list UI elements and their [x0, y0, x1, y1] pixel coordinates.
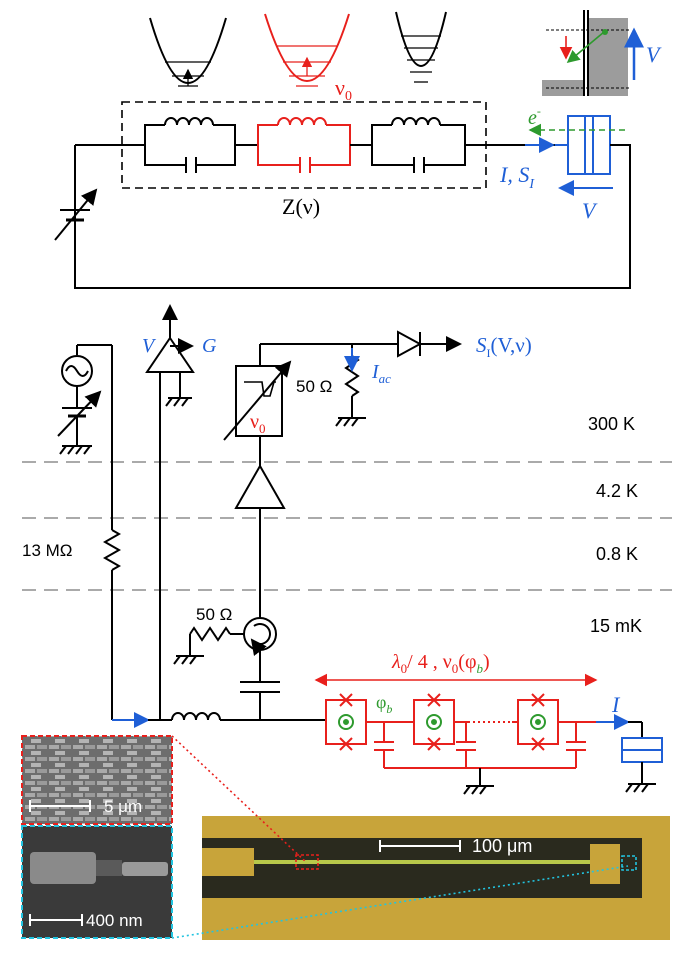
squid-junctions [339, 693, 545, 751]
potential-well-2 [264, 13, 350, 87]
output-junction [621, 721, 663, 793]
lc-resonator-1 [144, 117, 258, 173]
lc-resonator-2 [257, 117, 351, 173]
r50-top-label: 50 Ω [296, 377, 332, 396]
main-line [148, 330, 462, 721]
current-label: I, SI [499, 162, 535, 192]
r50-bottom-label: 50 Ω [196, 605, 232, 624]
nu0-label: ν0 [335, 75, 352, 104]
potential-well-1 [149, 17, 227, 87]
zoom-line-red [171, 735, 307, 863]
output-current-label: I [611, 692, 621, 717]
optical-image: 100 μm [202, 816, 670, 940]
flux-symbols [338, 714, 546, 730]
r13-label: 13 MΩ [22, 541, 73, 560]
temp-4k: 4.2 K [596, 481, 638, 501]
impedance-box [121, 101, 487, 189]
tunable-arrow [54, 188, 98, 241]
squid-array [322, 699, 596, 769]
bias-label: V [646, 42, 662, 67]
sem2-scale: 400 nm [86, 911, 143, 930]
optical-scale: 100 μm [472, 836, 532, 856]
filter-label: ν0 [250, 411, 266, 436]
v-label: V [142, 335, 157, 357]
tunnel-junction [555, 115, 630, 175]
sem1-scale: 5 μm [104, 797, 142, 816]
band-right [588, 18, 628, 96]
sem-image-junction: 400 nm [21, 825, 173, 939]
electron-label: e- [528, 104, 541, 129]
g-label: G [202, 335, 217, 357]
temperature-dividers [22, 461, 672, 591]
array-ground [463, 768, 494, 795]
impedance-label: Z(ν) [282, 194, 320, 219]
temp-15mk: 15 mK [590, 616, 642, 636]
sem-image-squid: 5 μm [21, 735, 173, 825]
bias-source [57, 344, 122, 720]
temp-300k: 300 K [588, 414, 635, 434]
temp-08k: 0.8 K [596, 544, 638, 564]
lc-resonator-3 [350, 117, 466, 173]
potential-well-3 [395, 11, 447, 83]
resonator-span-label: λ0/ 4 , ν0(φb) [391, 651, 490, 676]
phi-b-label: φb [376, 692, 392, 716]
zoom-line-cyan [171, 865, 629, 939]
dc-amplifier [145, 304, 195, 720]
voltage-label: V [582, 198, 598, 223]
iac-label: Iac [371, 361, 391, 386]
energy-band-inset: V [542, 10, 662, 96]
si-label: SI(V,ν) [476, 333, 532, 360]
top-circuit [54, 144, 631, 289]
